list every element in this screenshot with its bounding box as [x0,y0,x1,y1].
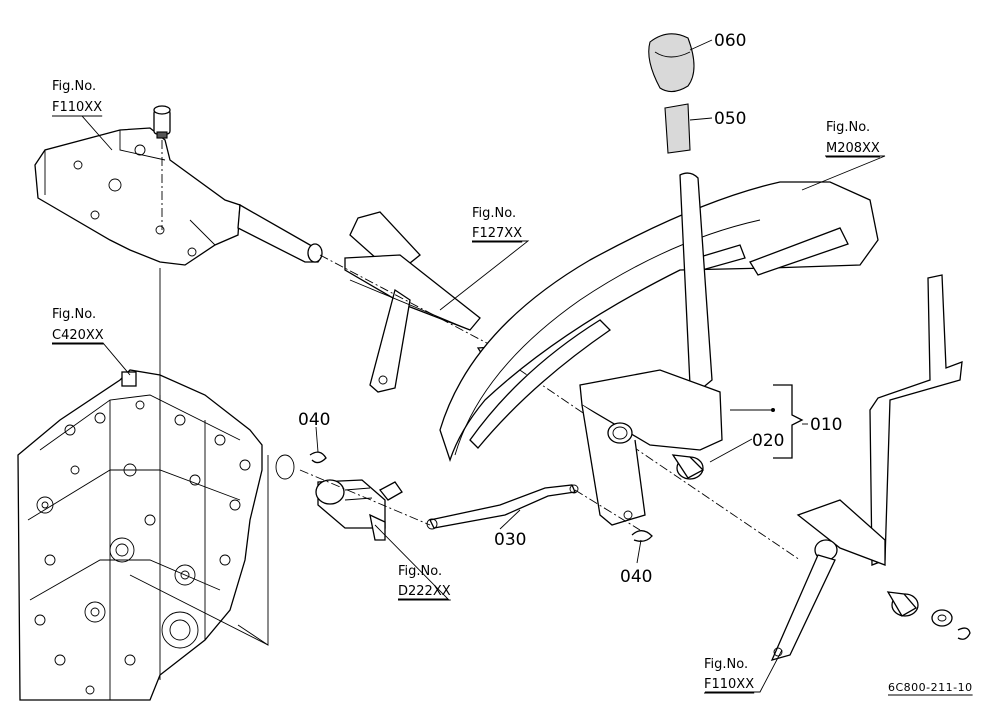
fig-ref-c420-code: C420XX [52,328,104,343]
transmission-case [17,369,263,701]
fig-ref-f110-bottom-code: F110XX [704,677,754,692]
fender-cover [439,181,879,463]
part-number-040-lower: 040 [620,567,652,587]
fig-ref-c420: Fig.No. C420XX [52,307,104,345]
fig-ref-d222-code: D222XX [398,584,451,599]
fig-ref-f110-bottom-prefix: Fig.No. [704,657,748,672]
shift-arm-assembly [344,211,481,393]
fig-ref-f127-code: F127XX [472,226,522,241]
part-number-030: 030 [494,530,526,550]
clip-040-upper [275,451,327,480]
plug-bolt [153,105,171,139]
fig-ref-f110-top-prefix: Fig.No. [52,79,96,94]
fig-ref-d222-prefix: Fig.No. [398,564,442,579]
fig-ref-f127-prefix: Fig.No. [472,206,516,221]
part-number-040-upper: 040 [298,410,330,430]
fig-ref-f110-top: Fig.No. F110XX [52,79,103,117]
lever-grip [664,103,691,154]
fig-ref-f127: Fig.No. F127XX [472,206,523,243]
part-number-060: 060 [714,31,746,51]
bushing-020 [671,454,705,480]
part-number-050: 050 [714,109,746,129]
fig-ref-m208-prefix: Fig.No. [826,120,870,135]
fig-ref-m208-code: M208XX [826,141,880,156]
part-number-020: 020 [752,431,784,451]
lower-bushing [886,591,971,640]
shift-rod-030 [426,484,579,530]
lower-link-bracket [770,274,963,661]
fig-ref-m208: Fig.No. M208XX [826,120,880,158]
detent-cylinder [315,479,403,541]
fig-ref-c420-prefix: Fig.No. [52,307,96,322]
drawing-code: 6C800-211-10 [888,681,973,694]
fig-ref-f110-bottom: Fig.No. F110XX [704,657,755,694]
part-number-010: 010 [810,415,842,435]
upper-bracket-plate [34,127,323,266]
lever-knob [648,33,695,93]
fig-ref-f110-top-code: F110XX [52,100,102,115]
fig-ref-d222: Fig.No. D222XX [398,564,451,601]
shift-lever [579,172,723,526]
clip-040-lower [631,530,653,542]
